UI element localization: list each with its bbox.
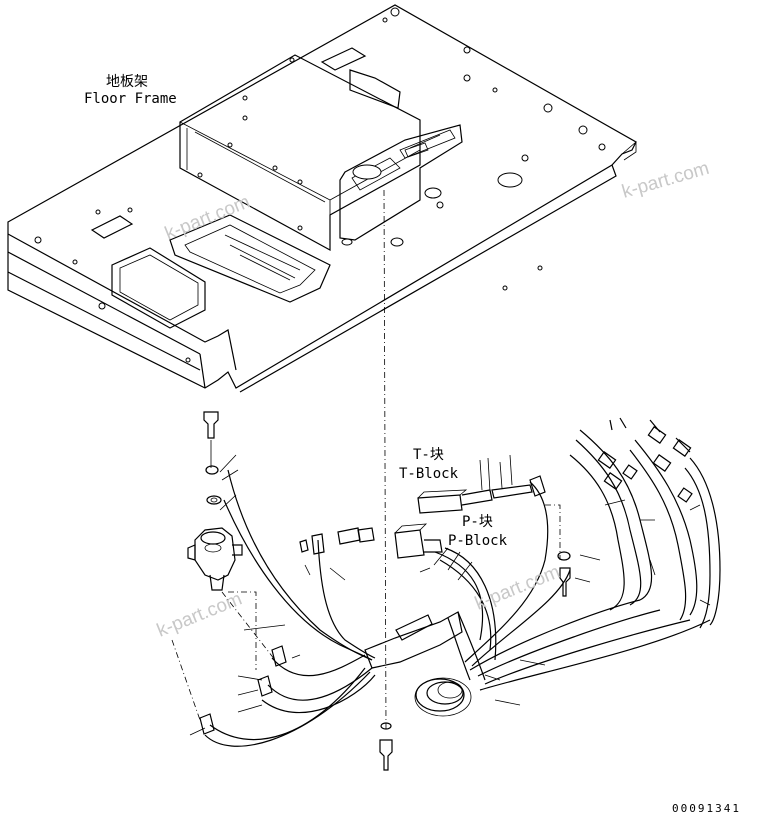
hydraulic-hoses bbox=[569, 417, 721, 629]
watermark: k-part.com bbox=[620, 158, 712, 203]
center-axis-line bbox=[383, 189, 387, 731]
wiring-harness bbox=[204, 469, 711, 747]
p-block-cn-label: P-块 bbox=[462, 514, 493, 530]
t-block-part bbox=[417, 454, 546, 514]
floor-frame bbox=[7, 4, 637, 393]
center-bolts bbox=[199, 527, 571, 771]
ref-line-left-2 bbox=[171, 639, 201, 721]
left-bolt-stack bbox=[203, 411, 239, 511]
pressure-valve bbox=[187, 527, 243, 591]
floor-frame-en-label: Floor Frame bbox=[84, 91, 177, 107]
drawing-number: 00091341 bbox=[672, 802, 741, 815]
p-block-part bbox=[394, 523, 473, 581]
t-block-en-label: T-Block bbox=[399, 466, 459, 482]
t-block-cn-label: T-块 bbox=[413, 447, 444, 463]
watermark: k-part.com bbox=[162, 192, 253, 245]
ref-line-right bbox=[545, 504, 561, 560]
floor-frame-cn-label: 地板架 bbox=[106, 74, 148, 90]
p-block-en-label: P-Block bbox=[448, 533, 508, 549]
leader-lines bbox=[189, 499, 711, 736]
watermark: k-part.com bbox=[154, 589, 245, 642]
ref-line-left bbox=[221, 591, 276, 670]
